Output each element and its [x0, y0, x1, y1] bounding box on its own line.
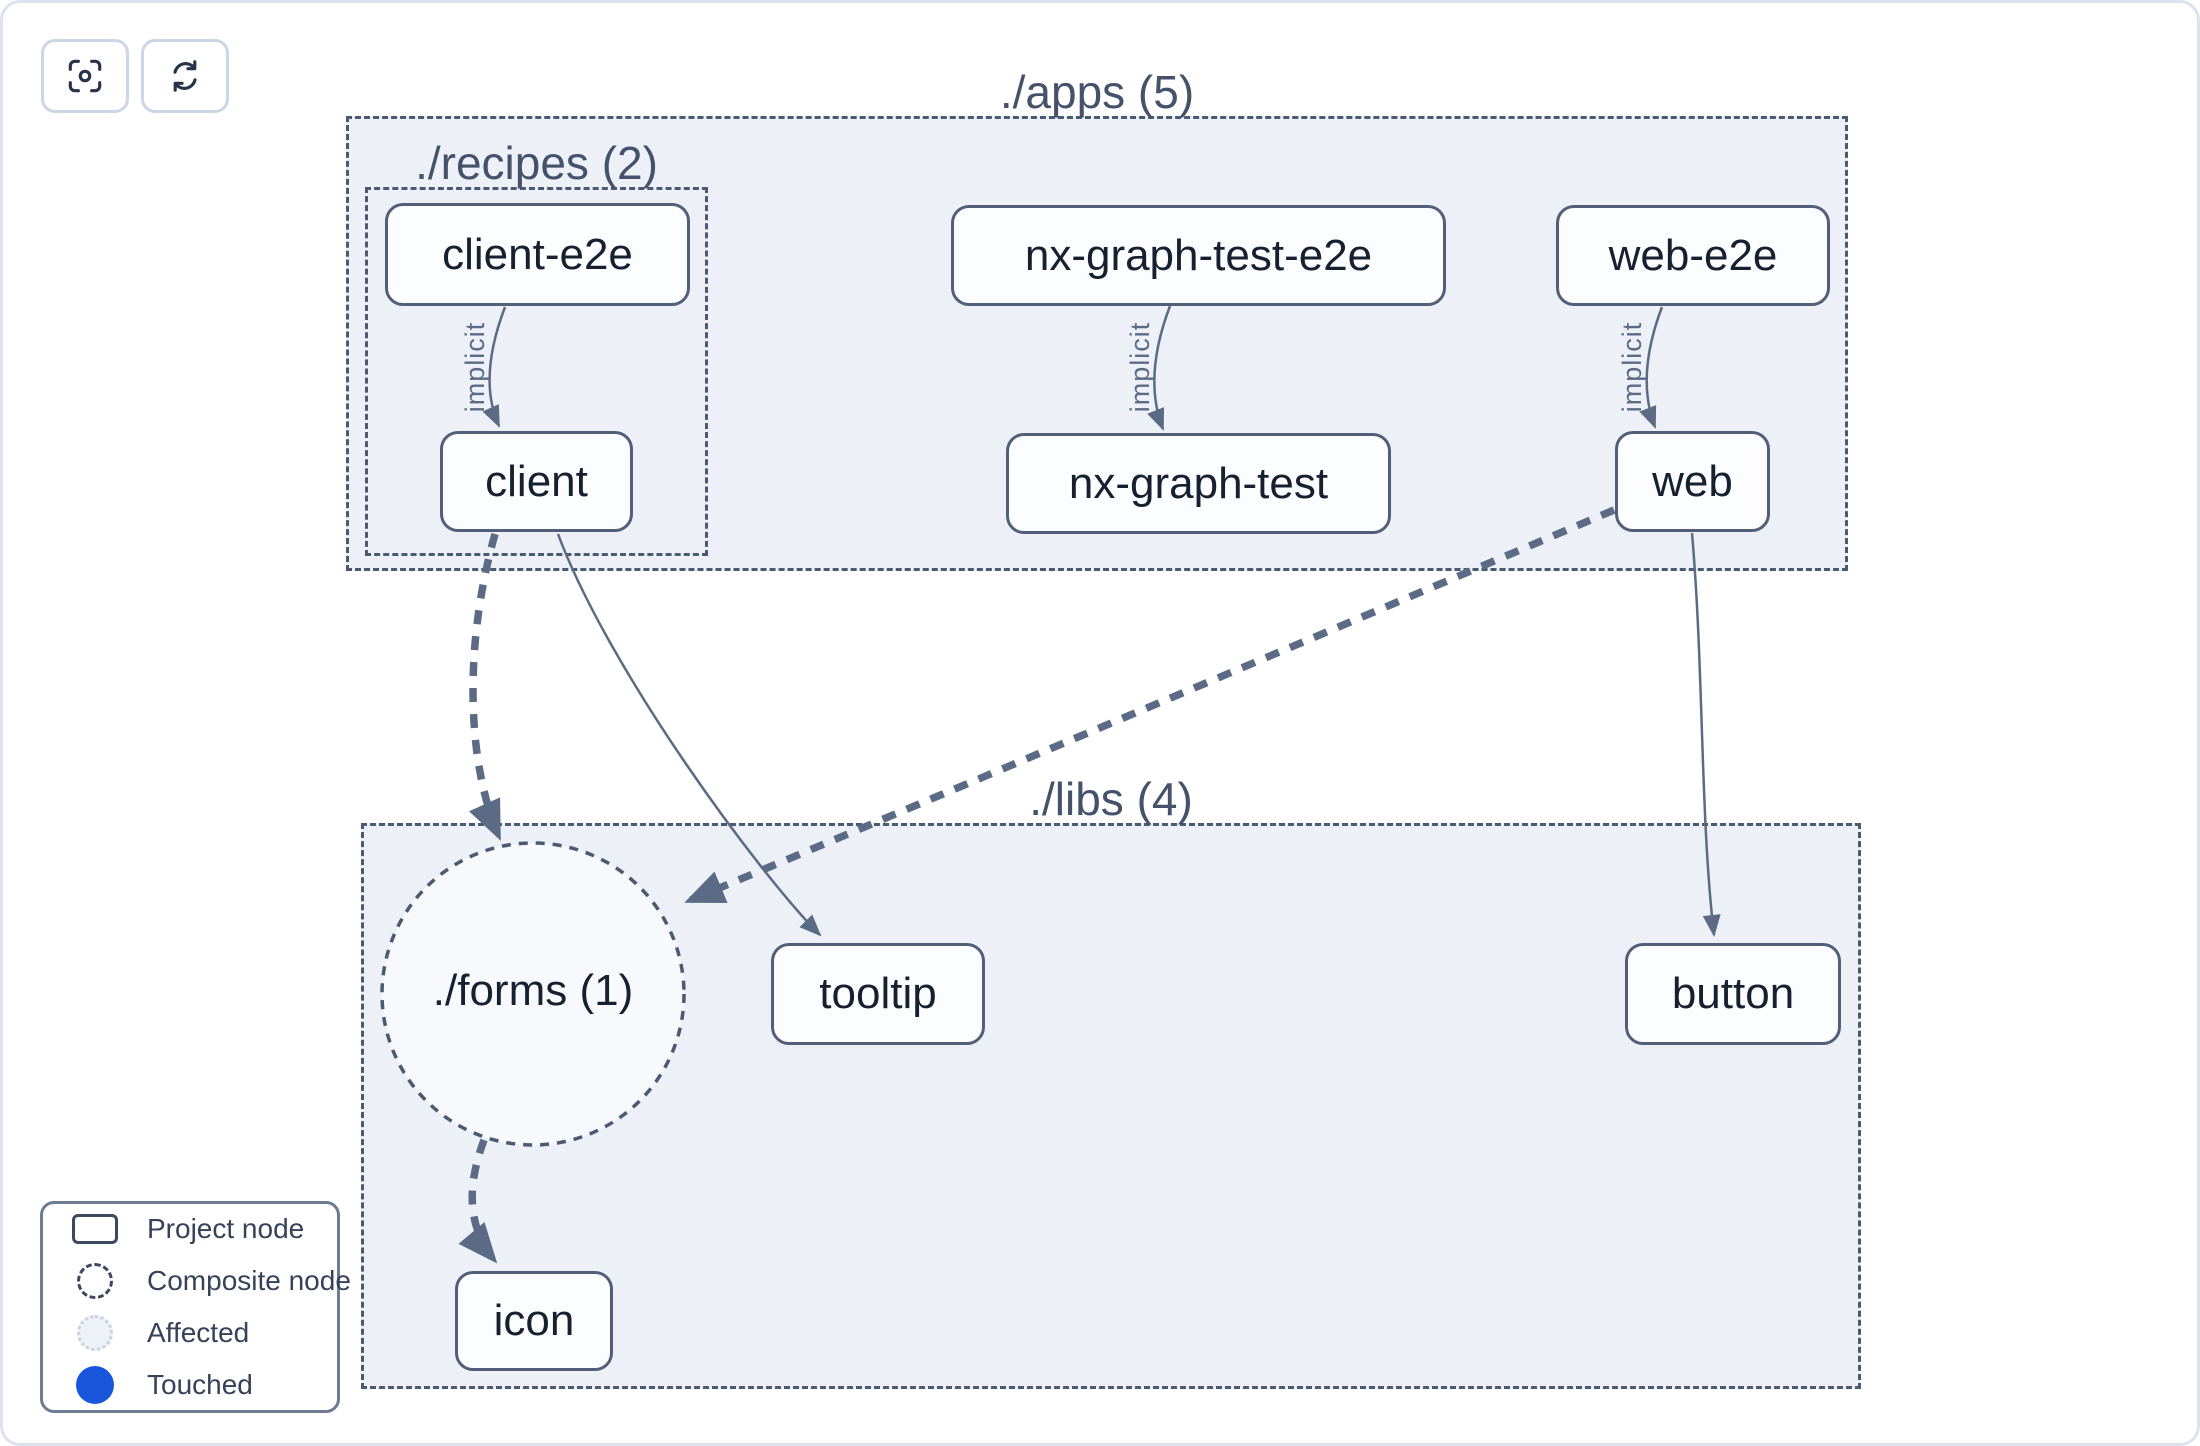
- node-web[interactable]: web: [1615, 431, 1770, 532]
- node-nx-graph-test[interactable]: nx-graph-test: [1006, 433, 1391, 534]
- group-recipes-label: ./recipes (2): [415, 137, 658, 189]
- node-web-e2e-label: web-e2e: [1608, 230, 1778, 280]
- node-client-e2e[interactable]: client-e2e: [385, 203, 690, 306]
- project-node-swatch: [72, 1214, 118, 1244]
- refresh-graph-button[interactable]: [141, 39, 229, 113]
- node-button[interactable]: button: [1625, 943, 1841, 1045]
- legend-label-affected: Affected: [147, 1317, 250, 1348]
- node-client[interactable]: client: [440, 431, 633, 532]
- node-nx-graph-test-e2e-label: nx-graph-test-e2e: [1024, 230, 1373, 280]
- legend: Project node Composite node Affected Tou…: [40, 1201, 351, 1413]
- node-nx-graph-test-label: nx-graph-test: [1068, 458, 1329, 508]
- legend-label-composite-node: Composite node: [147, 1265, 351, 1296]
- legend-item-affected: Affected: [43, 1314, 337, 1352]
- node-icon-label: icon: [493, 1296, 575, 1345]
- node-web-label: web: [1652, 456, 1733, 506]
- legend-item-composite-node: Composite node: [43, 1262, 351, 1300]
- legend-item-project-node: Project node: [43, 1210, 337, 1248]
- composite-node-swatch: [77, 1263, 113, 1299]
- node-nx-graph-test-e2e[interactable]: nx-graph-test-e2e: [951, 205, 1446, 306]
- node-tooltip-label: tooltip: [819, 969, 937, 1018]
- node-client-e2e-label: client-e2e: [442, 229, 633, 279]
- touched-swatch: [76, 1366, 114, 1404]
- group-libs-label: ./libs (4): [1029, 773, 1193, 825]
- legend-label-project-node: Project node: [147, 1213, 305, 1244]
- node-icon[interactable]: icon: [455, 1271, 613, 1371]
- refresh-icon: [173, 60, 197, 92]
- viewfinder-focus-icon: [68, 59, 102, 93]
- affected-swatch: [77, 1315, 113, 1351]
- center-graph-button[interactable]: [41, 39, 129, 113]
- legend-label-touched: Touched: [147, 1369, 253, 1400]
- group-apps-label: ./apps (5): [999, 66, 1195, 118]
- node-tooltip[interactable]: tooltip: [771, 943, 985, 1045]
- node-client-label: client: [485, 456, 588, 506]
- legend-item-touched: Touched: [43, 1366, 337, 1404]
- node-button-label: button: [1671, 969, 1795, 1018]
- node-web-e2e[interactable]: web-e2e: [1556, 205, 1830, 306]
- edge-client-to-forms: [469, 532, 504, 841]
- group-recipes: ./recipes (2): [365, 137, 708, 556]
